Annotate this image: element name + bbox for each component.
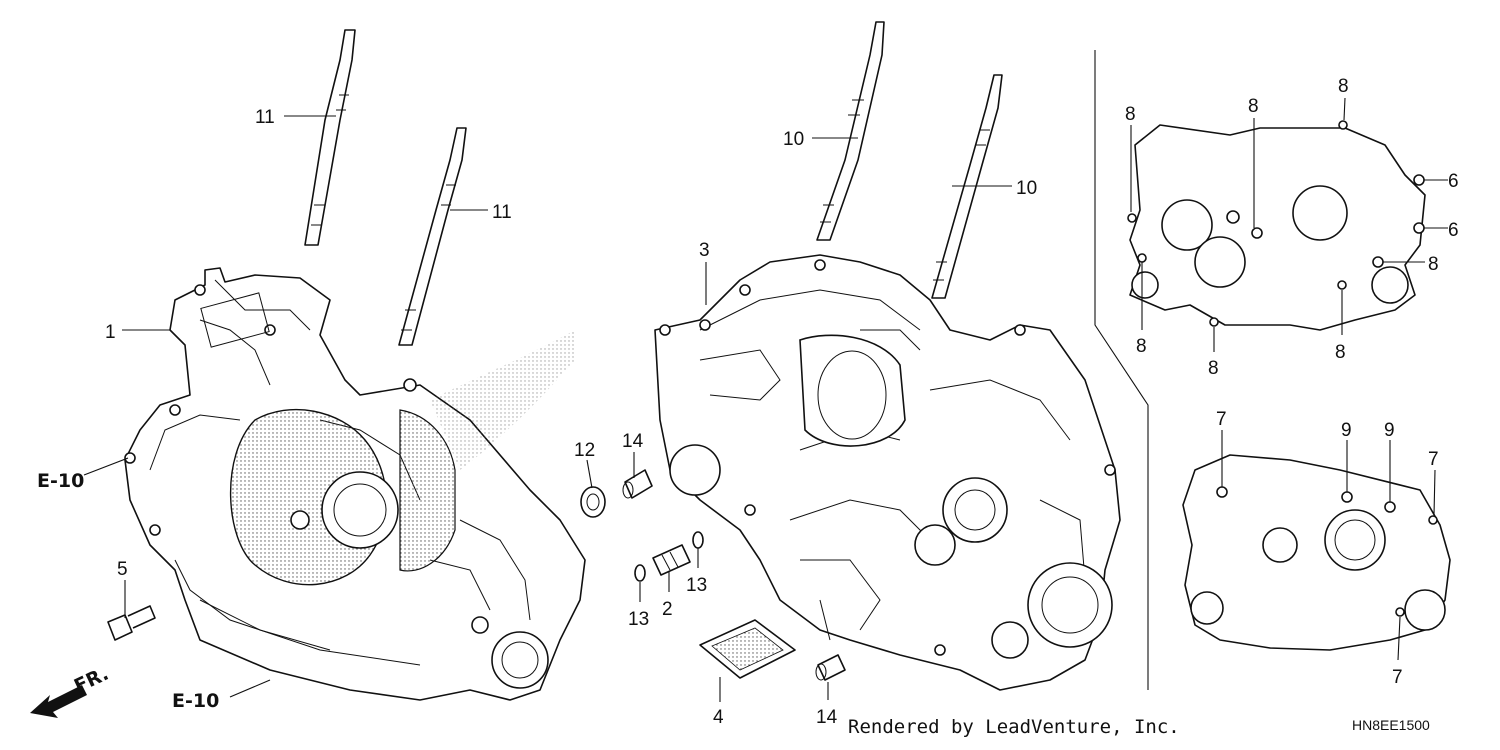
right-case-bolt-view [1182, 454, 1451, 651]
left-case-bolt-view [1127, 120, 1426, 331]
callout-8: 8 [1125, 104, 1136, 125]
callout-6: 6 [1448, 171, 1459, 192]
callout-10: 10 [1016, 178, 1037, 199]
leader-lines [83, 97, 1448, 702]
callout-10: 10 [783, 129, 804, 150]
oil-seal-12 [580, 486, 606, 518]
diagram-code: HN8EE1500 [1352, 717, 1430, 733]
callout-5: 5 [117, 559, 128, 580]
callout-9: 9 [1341, 420, 1352, 441]
ref-e10-top: E-10 [37, 470, 84, 492]
callout-8: 8 [1335, 342, 1346, 363]
o-ring-13-left [634, 564, 646, 582]
callout-11: 11 [255, 107, 275, 128]
credit-text: Rendered by LeadVenture, Inc. [848, 716, 1180, 738]
stud-bolt-10-right [931, 74, 1003, 299]
callout-14: 14 [622, 431, 644, 452]
callout-11: 11 [492, 202, 512, 223]
ref-e10-bottom: E-10 [172, 690, 219, 712]
front-label: FR. [71, 663, 112, 698]
callout-labels: 11 11 1 5 10 10 3 12 14 14 13 13 2 4 8 8… [105, 76, 1459, 728]
panel-divider [1094, 50, 1149, 690]
orifice-2 [652, 544, 691, 576]
callout-7: 7 [1392, 667, 1403, 688]
callout-7: 7 [1428, 449, 1439, 470]
callout-7: 7 [1216, 409, 1227, 430]
callout-13: 13 [628, 609, 649, 630]
callout-8: 8 [1208, 358, 1219, 379]
left-crankcase [124, 267, 586, 701]
callout-2: 2 [662, 599, 673, 620]
callout-13: 13 [686, 575, 707, 596]
right-crankcase [654, 254, 1121, 691]
callout-6: 6 [1448, 220, 1459, 241]
callout-8: 8 [1428, 254, 1439, 275]
stud-bolt-11-left [304, 29, 356, 246]
callout-8: 8 [1338, 76, 1349, 97]
callout-8: 8 [1136, 336, 1147, 357]
dowel-pin-14-lower [815, 654, 846, 681]
callout-1: 1 [105, 322, 116, 343]
callout-12: 12 [574, 440, 595, 461]
callout-9: 9 [1384, 420, 1395, 441]
callout-4: 4 [713, 707, 724, 728]
callout-8: 8 [1248, 96, 1259, 117]
callout-3: 3 [699, 240, 710, 261]
dowel-pin-14-upper [622, 469, 653, 499]
o-ring-13-right [692, 531, 704, 549]
stud-bolt-11-right [398, 127, 467, 346]
callout-14: 14 [816, 707, 838, 728]
bolt-5 [107, 605, 156, 641]
front-arrow-icon: FR. [30, 663, 112, 718]
oil-strainer-4 [699, 619, 796, 679]
stud-bolt-10-left [816, 21, 885, 241]
